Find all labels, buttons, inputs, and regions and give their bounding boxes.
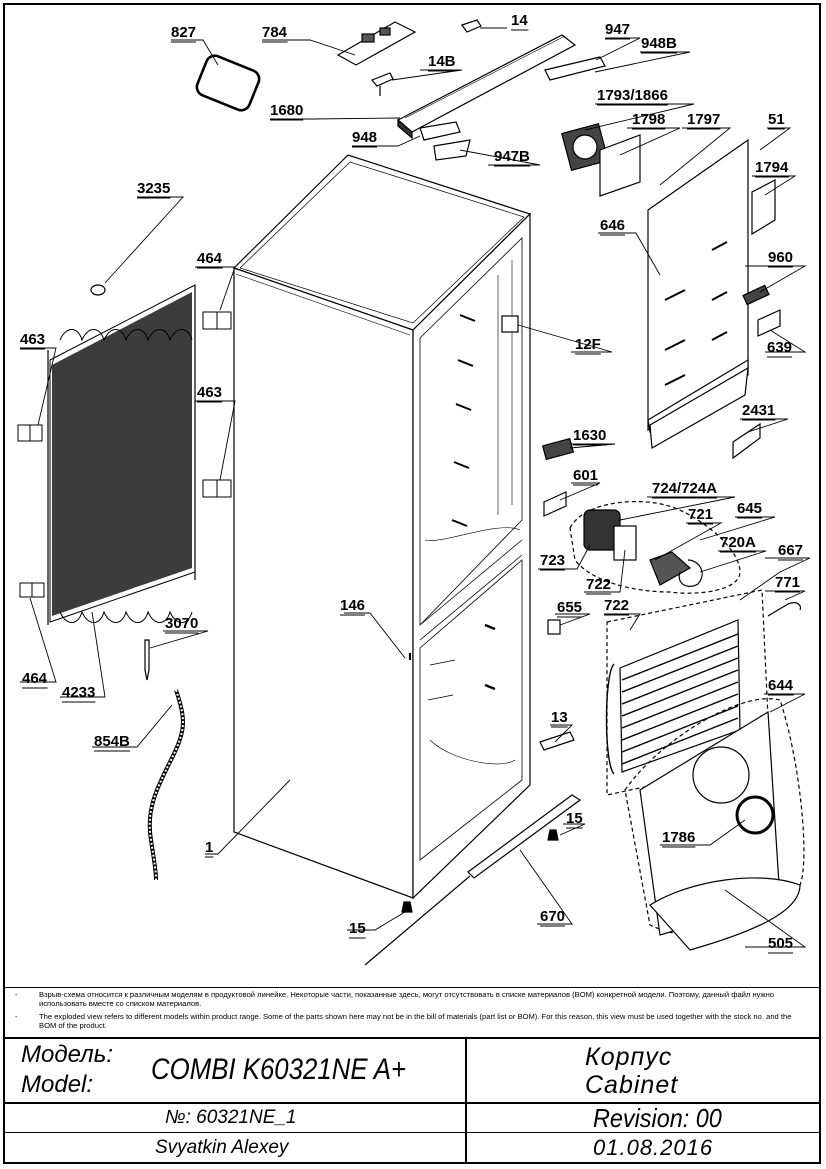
label-2431 xyxy=(732,422,761,460)
part-3070 xyxy=(144,639,150,681)
part-label: 724/724A xyxy=(652,480,717,497)
foot-15-left xyxy=(401,901,413,913)
title-block: Модель: Model: COMBI K60321NE A+ Корпус … xyxy=(5,1037,819,1162)
part-label: 463 xyxy=(197,384,222,401)
gasket-827 xyxy=(195,54,261,112)
cover-948 xyxy=(419,121,461,141)
rear-panel-646 xyxy=(647,138,749,449)
revision: Revision: 00 xyxy=(593,1103,722,1133)
part-label: 146 xyxy=(340,597,365,614)
part-label: 644 xyxy=(768,677,794,694)
part-label: 463 xyxy=(20,331,45,348)
section-title-en: Cabinet xyxy=(585,1071,679,1099)
part-label: 1 xyxy=(205,839,213,856)
cover-947 xyxy=(544,56,606,81)
part-label: 1680 xyxy=(270,102,303,119)
part-label: 720A xyxy=(720,534,756,551)
model-value: COMBI K60321NE A+ xyxy=(151,1053,407,1086)
bracket-722 xyxy=(613,525,637,561)
part-label: 3235 xyxy=(137,180,170,197)
hinge-14b xyxy=(371,72,394,96)
part-label: 646 xyxy=(600,217,625,234)
section-title-ru: Корпус xyxy=(585,1043,673,1071)
lamp-12f xyxy=(501,315,519,333)
part-601 xyxy=(543,491,567,517)
part-label: 1798 xyxy=(632,111,665,128)
cabinet-body xyxy=(232,154,532,900)
part-label: 723 xyxy=(540,552,565,569)
drain-hose xyxy=(147,689,185,881)
leader-lines xyxy=(20,27,811,948)
part-label: 721 xyxy=(688,506,713,523)
part-label: 722 xyxy=(586,576,611,593)
part-label: 948 xyxy=(352,129,377,146)
part-label: 51 xyxy=(768,111,785,128)
part-label: 3070 xyxy=(165,615,198,632)
part-label: 1793/1866 xyxy=(597,87,668,104)
part-label: 4233 xyxy=(62,684,95,701)
hinge-14 xyxy=(461,19,482,33)
cover-1794 xyxy=(751,179,776,236)
part-label: 645 xyxy=(737,500,762,517)
duct-cover-644 xyxy=(639,710,801,951)
part-label: 15 xyxy=(349,920,366,937)
part-label: 13 xyxy=(551,709,568,726)
part-label: 601 xyxy=(573,467,598,484)
top-rail xyxy=(396,34,577,140)
sensor-771 xyxy=(767,602,802,617)
part-1630 xyxy=(541,437,575,461)
control-board xyxy=(336,21,417,66)
part-label: 670 xyxy=(540,908,565,925)
part-label: 14B xyxy=(428,53,456,70)
part-label: 15 xyxy=(566,810,583,827)
part-721 xyxy=(649,551,692,586)
fan-720a xyxy=(678,559,703,587)
part-label: 639 xyxy=(767,339,792,356)
part-label: 14 xyxy=(511,12,528,29)
part-label: 464 xyxy=(22,670,48,687)
part-label: 2431 xyxy=(742,402,775,419)
part-label: 655 xyxy=(557,599,582,616)
disclaimer-notes: - Взрыв-схема относится к различным моде… xyxy=(5,987,819,1036)
part-label: 464 xyxy=(197,250,223,267)
part-label: 1797 xyxy=(687,111,720,128)
part-label: 505 xyxy=(768,935,793,952)
frame-1798 xyxy=(599,134,641,197)
part-label: 827 xyxy=(171,24,196,41)
hinge-13 xyxy=(539,731,575,751)
part-label: 771 xyxy=(775,574,800,591)
exploded-view-diagram: 827 784 14 947 948B 14B 1793/1866 1680 1… xyxy=(17,12,811,966)
bottom-plate-670 xyxy=(364,794,582,966)
part-639 xyxy=(757,309,781,337)
part-label: 947 xyxy=(605,21,630,38)
foot-3235 xyxy=(90,284,106,296)
part-label: 948B xyxy=(641,35,677,52)
part-label: 784 xyxy=(262,24,288,41)
part-label: 1786 xyxy=(662,829,695,846)
drawing-frame xyxy=(3,3,821,1164)
part-label: 947B xyxy=(494,148,530,165)
document-number: №: 60321NE_1 xyxy=(165,1107,297,1128)
cover-947b xyxy=(433,139,471,161)
duct-outline xyxy=(624,698,805,937)
model-label-ru: Модель: xyxy=(21,1041,113,1068)
part-label: 722 xyxy=(604,597,629,614)
part-label: 854B xyxy=(94,733,130,750)
condenser-clips xyxy=(17,311,232,598)
part-label: 12F xyxy=(575,336,601,353)
part-655 xyxy=(547,619,561,635)
date: 01.08.2016 xyxy=(593,1135,714,1160)
part-label: 1794 xyxy=(755,159,789,176)
part-label: 1630 xyxy=(573,427,606,444)
part-label: 960 xyxy=(768,249,793,266)
evaporator-outline xyxy=(606,589,771,796)
foot-15-right xyxy=(547,829,559,841)
model-label-en: Model: xyxy=(21,1071,94,1098)
author: Svyatkin Alexey xyxy=(155,1137,289,1158)
part-label: 667 xyxy=(778,542,803,559)
condenser xyxy=(47,284,196,625)
